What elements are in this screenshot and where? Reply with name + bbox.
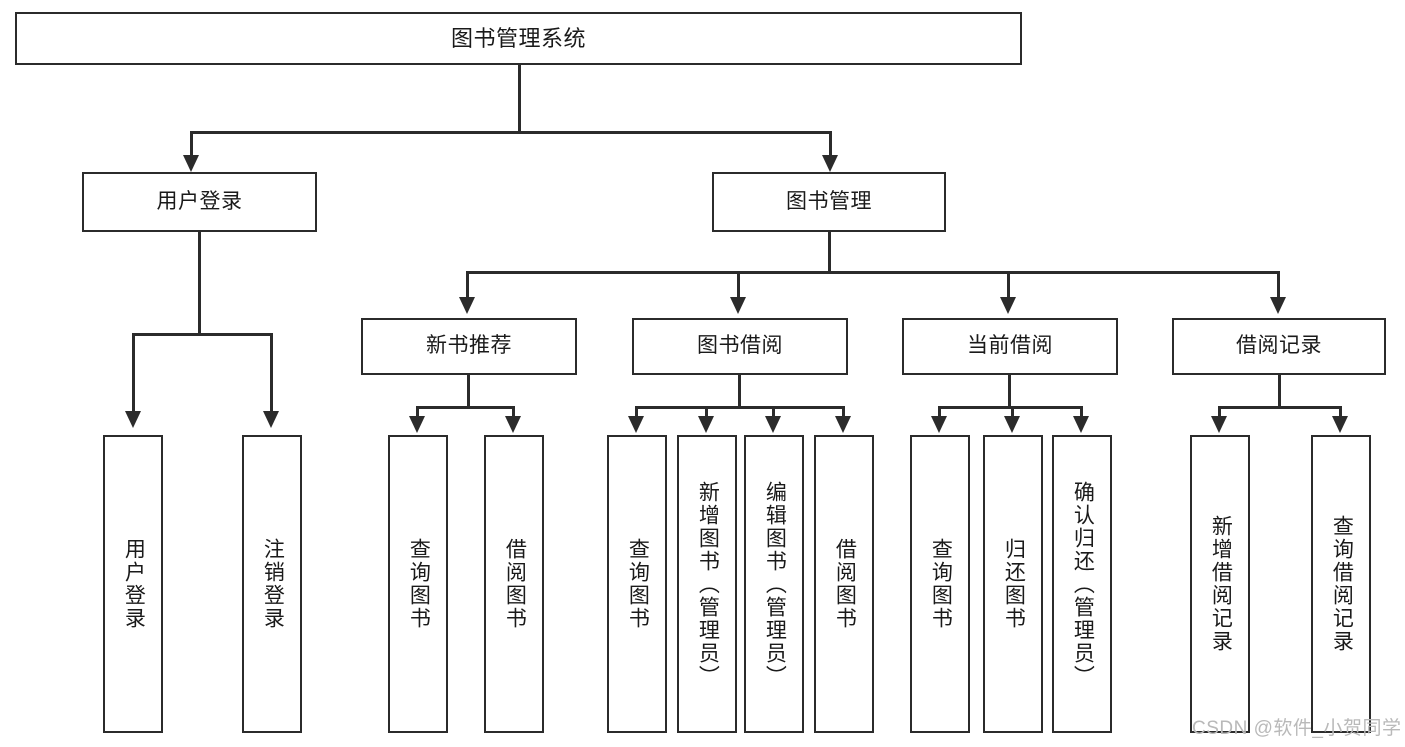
edge-borrow-record-stem <box>1278 375 1281 408</box>
node-label: 注销登录 <box>261 538 285 630</box>
edge-current-borrow-stem <box>1008 375 1011 408</box>
node-label: 用户登录 <box>156 189 243 213</box>
arrowhead-current-borrow-to-leaf-2 <box>1004 416 1020 433</box>
edge-user-login-to-leaf-2 <box>270 333 273 413</box>
edge-book-manage-to-new-book <box>466 271 469 299</box>
edge-book-borrow-to-leaf-2 <box>705 406 708 418</box>
node-label: 查询借阅记录 <box>1330 515 1354 653</box>
arrowhead-book-borrow-to-leaf-1 <box>628 416 644 433</box>
node-label: 借阅记录 <box>1236 334 1322 358</box>
edge-book-manage-to-borrow-record <box>1277 271 1280 299</box>
node-current-borrow[interactable]: 当前借阅 <box>902 318 1118 375</box>
node-root-book-management-system[interactable]: 图书管理系统 <box>15 12 1022 65</box>
edge-root-stem <box>518 65 521 133</box>
arrowhead-user-login-to-leaf-1 <box>125 411 141 428</box>
edge-current-borrow-to-leaf-1 <box>938 406 941 418</box>
edge-root-to-book-manage <box>829 131 832 157</box>
edge-book-manage-stem <box>828 232 831 274</box>
edge-book-borrow-to-leaf-3 <box>772 406 775 418</box>
arrowhead-book-manage-to-new-book <box>459 297 475 314</box>
edge-new-book-stem <box>467 375 470 408</box>
node-label: 查询图书 <box>626 538 650 630</box>
node-label: 图书借阅 <box>697 334 783 358</box>
edge-borrow-record-to-leaf-2 <box>1339 406 1342 418</box>
node-borrow-record[interactable]: 借阅记录 <box>1172 318 1386 375</box>
node-leaf-return-book[interactable]: 归还图书 <box>983 435 1043 733</box>
node-leaf-confirm-return-admin[interactable]: 确认归还（管理员） <box>1052 435 1112 733</box>
edge-new-book-to-leaf-2 <box>512 406 515 418</box>
edge-current-borrow-to-leaf-2 <box>1011 406 1014 418</box>
edge-root-bus <box>190 131 832 134</box>
arrowhead-new-book-to-leaf-2 <box>505 416 521 433</box>
node-label: 查询图书 <box>929 538 953 630</box>
edge-root-to-user-login <box>190 131 193 157</box>
node-new-book-recommend[interactable]: 新书推荐 <box>361 318 577 375</box>
node-leaf-logout-login[interactable]: 注销登录 <box>242 435 302 733</box>
arrowhead-book-manage-to-borrow-record <box>1270 297 1286 314</box>
arrowhead-book-borrow-to-leaf-2 <box>698 416 714 433</box>
node-label: 编辑图书（管理员） <box>763 480 787 688</box>
arrowhead-book-borrow-to-leaf-4 <box>835 416 851 433</box>
csdn-watermark: CSDN @软件_小贺同学 <box>1192 718 1402 739</box>
arrowhead-current-borrow-to-leaf-1 <box>931 416 947 433</box>
edge-borrow-record-bus <box>1218 406 1341 409</box>
node-book-borrow[interactable]: 图书借阅 <box>632 318 848 375</box>
node-label: 图书管理系统 <box>450 25 586 51</box>
arrowhead-borrow-record-to-leaf-2 <box>1332 416 1348 433</box>
edge-new-book-to-leaf-1 <box>416 406 419 418</box>
edge-book-borrow-bus <box>635 406 844 409</box>
arrowhead-current-borrow-to-leaf-3 <box>1073 416 1089 433</box>
node-leaf-add-book-admin[interactable]: 新增图书（管理员） <box>677 435 737 733</box>
edge-book-borrow-stem <box>738 375 741 408</box>
arrowhead-book-manage-to-current-borrow <box>1000 297 1016 314</box>
node-leaf-user-login[interactable]: 用户登录 <box>103 435 163 733</box>
node-label: 新增借阅记录 <box>1209 515 1233 653</box>
edge-new-book-bus <box>416 406 514 409</box>
node-label: 确认归还（管理员） <box>1071 480 1095 688</box>
node-leaf-borrow-book-2[interactable]: 借阅图书 <box>814 435 874 733</box>
node-book-management[interactable]: 图书管理 <box>712 172 946 232</box>
edge-current-borrow-bus <box>938 406 1083 409</box>
edge-user-login-to-leaf-1 <box>132 333 135 413</box>
node-label: 用户登录 <box>122 538 146 630</box>
node-label: 查询图书 <box>407 538 431 630</box>
node-leaf-edit-book-admin[interactable]: 编辑图书（管理员） <box>744 435 804 733</box>
node-label: 借阅图书 <box>503 538 527 630</box>
arrowhead-new-book-to-leaf-1 <box>409 416 425 433</box>
node-leaf-add-borrow-record[interactable]: 新增借阅记录 <box>1190 435 1250 733</box>
edge-book-manage-to-book-borrow <box>737 271 740 299</box>
edge-book-manage-to-current-borrow <box>1007 271 1010 299</box>
arrowhead-user-login-to-leaf-2 <box>263 411 279 428</box>
arrowhead-root-to-user-login <box>183 155 199 172</box>
node-label: 当前借阅 <box>967 334 1053 358</box>
edge-borrow-record-to-leaf-1 <box>1218 406 1221 418</box>
edge-book-borrow-to-leaf-1 <box>635 406 638 418</box>
arrowhead-borrow-record-to-leaf-1 <box>1211 416 1227 433</box>
node-leaf-query-book-1[interactable]: 查询图书 <box>388 435 448 733</box>
node-label: 借阅图书 <box>833 538 857 630</box>
node-user-login[interactable]: 用户登录 <box>82 172 317 232</box>
edge-book-borrow-to-leaf-4 <box>842 406 845 418</box>
node-leaf-query-borrow-record[interactable]: 查询借阅记录 <box>1311 435 1371 733</box>
node-leaf-query-book-3[interactable]: 查询图书 <box>910 435 970 733</box>
arrowhead-book-borrow-to-leaf-3 <box>765 416 781 433</box>
arrowhead-root-to-book-manage <box>822 155 838 172</box>
edge-current-borrow-to-leaf-3 <box>1080 406 1083 418</box>
edge-user-login-bus <box>132 333 272 336</box>
node-label: 图书管理 <box>786 189 872 213</box>
node-label: 新书推荐 <box>426 334 512 358</box>
edge-user-login-stem <box>198 232 201 335</box>
node-leaf-query-book-2[interactable]: 查询图书 <box>607 435 667 733</box>
node-label: 归还图书 <box>1002 538 1026 630</box>
arrowhead-book-manage-to-book-borrow <box>730 297 746 314</box>
node-label: 新增图书（管理员） <box>696 480 720 688</box>
node-leaf-borrow-book-1[interactable]: 借阅图书 <box>484 435 544 733</box>
edge-book-manage-bus <box>466 271 1280 274</box>
